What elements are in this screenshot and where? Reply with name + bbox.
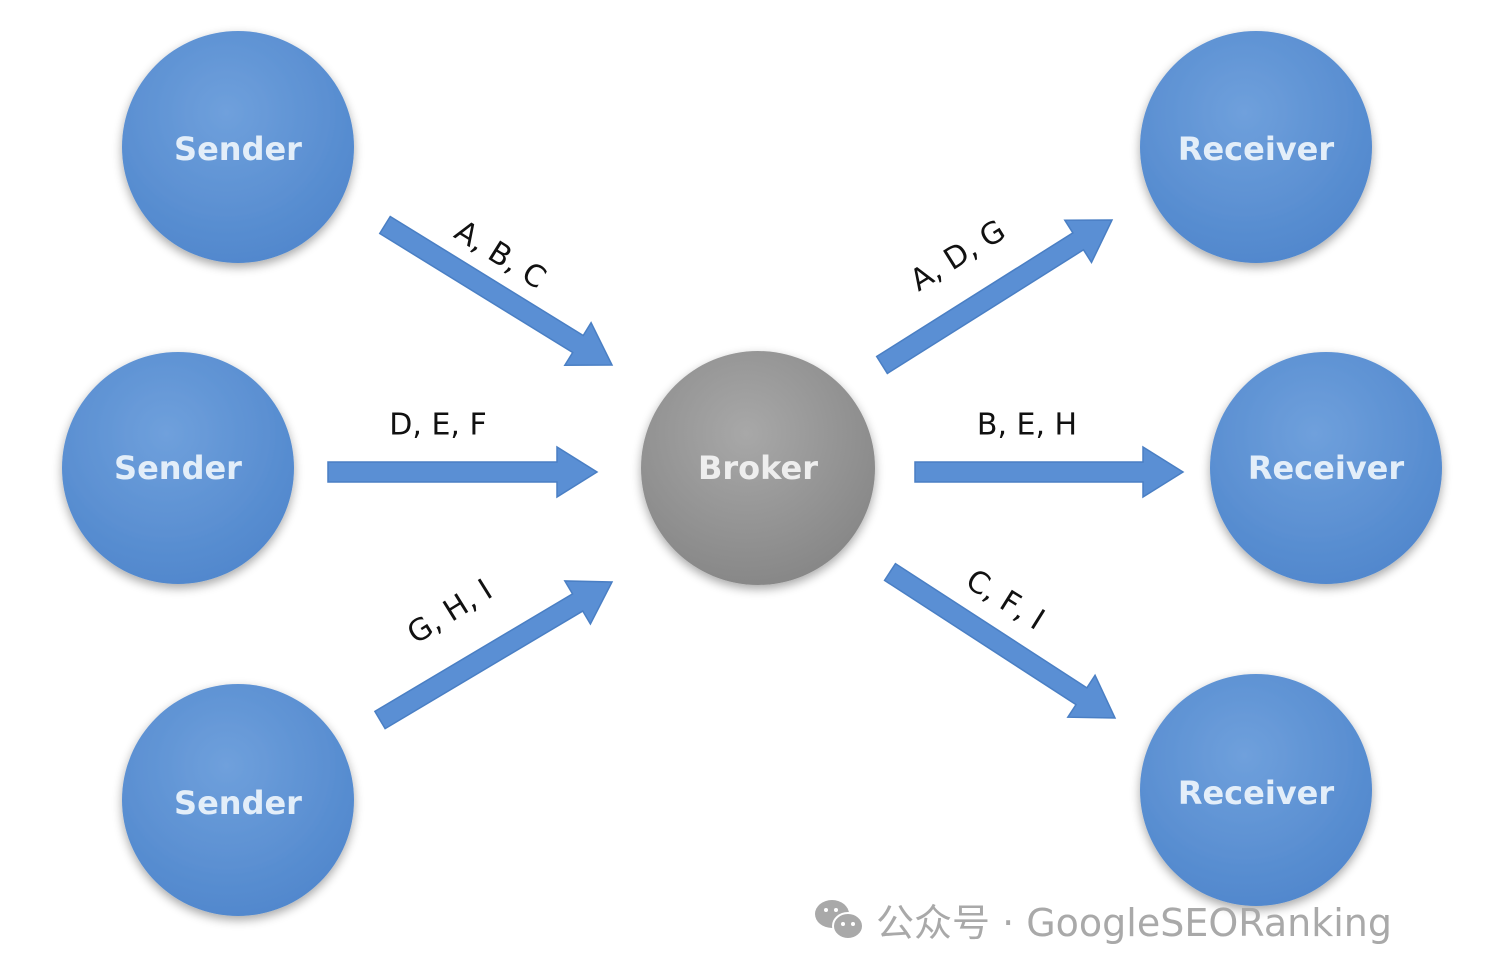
- arrow-broker-to-receiver3: [883, 562, 1117, 719]
- watermark-text: 公众号 · GoogleSEORanking: [876, 901, 1392, 945]
- receiver-label: Receiver: [1178, 130, 1335, 168]
- arrow-sender3-to-broker: [373, 580, 614, 730]
- edge-label-s3: G, H, I: [401, 573, 498, 652]
- arrow-sender1-to-broker: [378, 215, 614, 367]
- broker-node: Broker: [641, 351, 875, 585]
- sender-node-3: Sender: [122, 684, 354, 916]
- sender-label: Sender: [174, 130, 302, 168]
- watermark: 公众号 · GoogleSEORanking: [812, 892, 1392, 947]
- receiver-node-3: Receiver: [1140, 674, 1372, 906]
- receiver-label: Receiver: [1248, 449, 1405, 487]
- receiver-label: Receiver: [1178, 774, 1335, 812]
- receiver-node-2: Receiver: [1210, 352, 1442, 584]
- sender-label: Sender: [114, 449, 242, 487]
- arrow-broker-to-receiver1: [875, 219, 1114, 375]
- wechat-icon: [815, 899, 864, 940]
- sender-node-2: Sender: [62, 352, 294, 584]
- edge-label-r2: B, E, H: [977, 408, 1077, 443]
- sender-node-1: Sender: [122, 31, 354, 263]
- sender-label: Sender: [174, 784, 302, 822]
- receiver-node-1: Receiver: [1140, 31, 1372, 263]
- edge-label-s2: D, E, F: [389, 408, 486, 443]
- arrow-broker-to-receiver2: [914, 445, 1185, 499]
- broker-label: Broker: [698, 449, 818, 487]
- arrow-sender2-to-broker: [327, 445, 599, 499]
